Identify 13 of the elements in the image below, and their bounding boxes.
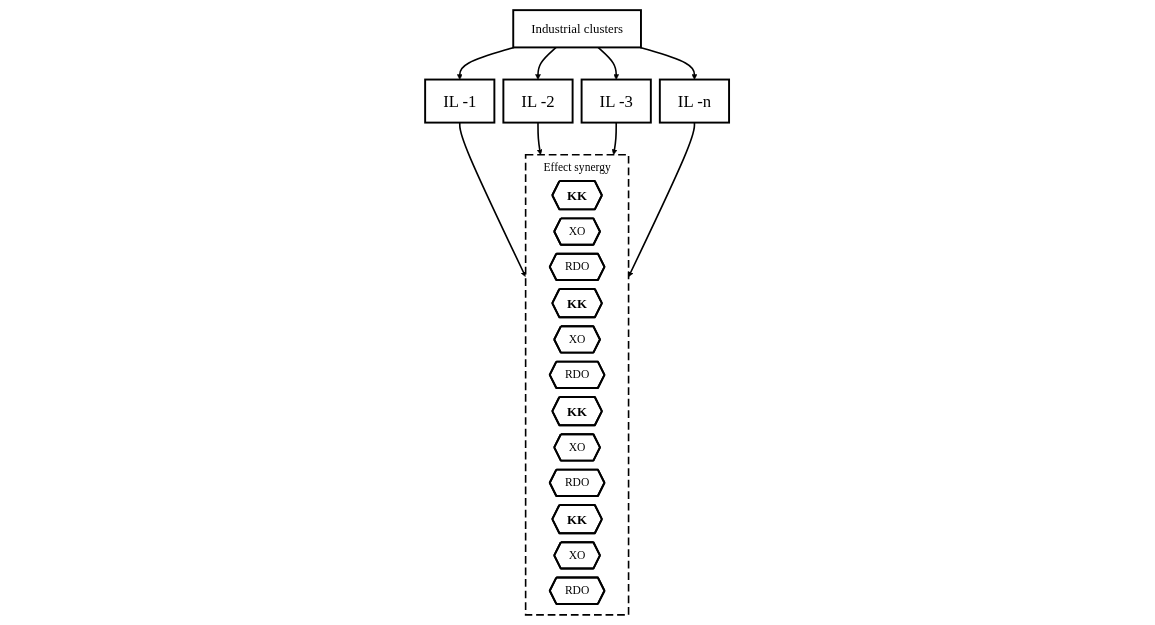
arrow — [459, 121, 527, 278]
arrow — [457, 46, 516, 80]
node-box: IL -1 — [424, 78, 496, 124]
node-box: IL -n — [659, 78, 731, 124]
arrow — [628, 121, 696, 278]
node-box: IL -2 — [502, 78, 574, 124]
arrow — [597, 46, 620, 80]
arrow — [612, 121, 618, 155]
node-box: IL -3 — [581, 78, 653, 124]
arrow — [537, 121, 543, 155]
arrow — [535, 46, 558, 80]
arrow — [639, 46, 698, 80]
node-box: Industrial clusters — [512, 9, 643, 49]
